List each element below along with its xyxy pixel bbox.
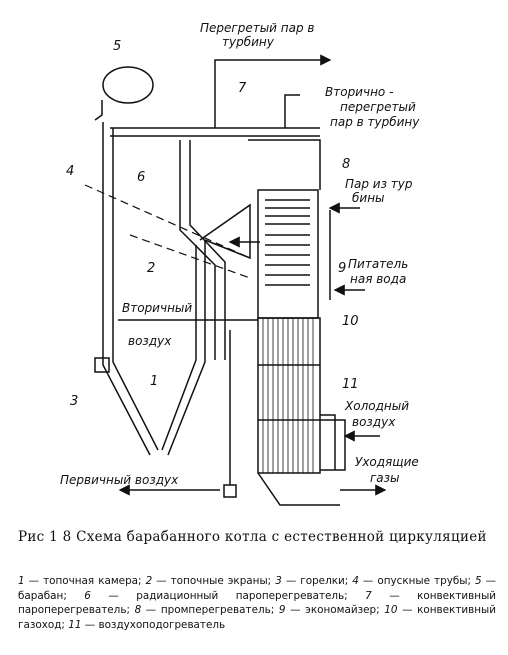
air-duct xyxy=(320,419,346,471)
ref-number-10: 10 xyxy=(342,314,359,329)
legend-number: 1 xyxy=(18,575,25,587)
legend-number: 11 xyxy=(68,618,82,631)
legend-text: топочные экраны xyxy=(170,575,268,587)
ref-number-8: 8 xyxy=(342,157,350,172)
legend-text: конвективный пароперегреватель xyxy=(18,589,497,617)
legend-number: 9 xyxy=(278,604,286,616)
figure-caption: Рис 1 8 Схема барабанного котла с естест… xyxy=(18,529,487,545)
ref-number-1: 1 xyxy=(150,374,158,389)
label-cold-air: Холодный xyxy=(344,399,409,413)
legend-text: экономайзер xyxy=(305,604,377,616)
legend-number: 3 xyxy=(275,575,282,587)
furnace-left-wall-inner xyxy=(112,128,159,451)
label-feed-water: Питатель xyxy=(348,257,408,271)
air-heater xyxy=(257,317,321,474)
burner xyxy=(94,357,110,373)
primary-air-fan xyxy=(223,484,237,498)
furnace-right-wall xyxy=(167,240,206,456)
label-flue-gases: Уходящие xyxy=(355,455,419,469)
ref-number-4: 4 xyxy=(66,164,74,179)
legend-text: горелки xyxy=(300,575,345,587)
legend-number: 4 xyxy=(352,575,359,587)
label-secondary-air: Вторичный xyxy=(122,301,192,315)
downcomer xyxy=(94,100,103,121)
svg-text:бины: бины xyxy=(352,191,385,205)
convective-shaft xyxy=(257,189,319,319)
label-primary-air: Первичный воздух xyxy=(60,473,179,487)
ref-number-6: 6 xyxy=(137,170,145,185)
drum xyxy=(102,66,154,104)
furnace-right-wall-inner xyxy=(161,245,197,451)
legend-text: радиационный пароперегреватель xyxy=(136,589,345,602)
legend-text: конвективный газоход xyxy=(18,604,497,631)
furnace-left-wall xyxy=(102,122,151,456)
label-reheated-steam: Вторично - xyxy=(325,85,393,99)
downcomer-dashed xyxy=(84,184,251,259)
svg-text:ная вода: ная вода xyxy=(350,272,406,286)
legend-text: воздухоподогреватель xyxy=(98,618,226,631)
economizer-coil xyxy=(265,234,310,286)
ref-number-2: 2 xyxy=(147,261,155,276)
legend-number: 10 xyxy=(384,604,398,616)
legend-text: промперегреватель xyxy=(160,604,271,616)
legend-number: 2 xyxy=(145,575,153,587)
ref-number-7: 7 xyxy=(238,81,247,96)
svg-text:воздух: воздух xyxy=(128,334,172,348)
reheater-coil xyxy=(265,199,310,225)
ref-number-5: 5 xyxy=(113,39,121,54)
furnace-nose xyxy=(199,203,251,260)
label-steam-from-turbine: Пар из тур xyxy=(345,177,413,191)
superheated-steam-pipe xyxy=(214,59,240,128)
ref-number-3: 3 xyxy=(70,394,78,409)
legend-number: 7 xyxy=(365,589,372,602)
legend-number: 5 xyxy=(474,575,482,587)
legend-text: барабан xyxy=(18,589,64,602)
svg-text:турбину: турбину xyxy=(222,35,275,49)
legend-number: 6 xyxy=(84,589,91,602)
ref-number-9: 9 xyxy=(338,261,346,276)
boiler-diagram: Перегретый пар в турбину Вторично - пере… xyxy=(60,21,420,506)
label-superheated-steam: Перегретый пар в xyxy=(200,21,315,35)
svg-text:воздух: воздух xyxy=(352,415,396,429)
legend-text: топочная камера xyxy=(43,575,139,587)
figure-legend: 1 — топочная камера; 2 — топочные экраны… xyxy=(18,575,497,631)
flue-duct xyxy=(257,472,340,506)
legend-number: 8 xyxy=(134,604,142,616)
legend-text: опускные трубы xyxy=(377,575,468,587)
svg-text:перегретый: перегретый xyxy=(340,100,416,114)
ref-number-11: 11 xyxy=(342,377,359,392)
svg-text:газы: газы xyxy=(370,471,400,485)
svg-text:пар в турбину: пар в турбину xyxy=(330,115,420,129)
